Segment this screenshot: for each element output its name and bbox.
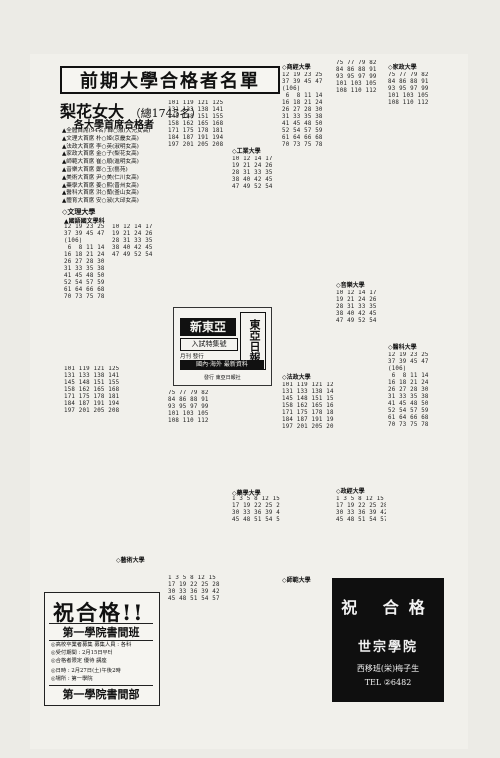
note-line: ▲藥學大首席 姜○熙(晋州女高): [62, 182, 139, 189]
section-head: ◇醫科大學: [388, 344, 417, 351]
ad-sejong-director: 西移班(栄)梅子生: [356, 664, 420, 673]
number-block: 10 12 14 17 19 21 24 26 28 31 33 35 38 4…: [232, 156, 273, 191]
ad-first-name: 第一學院書間班: [49, 623, 153, 641]
ad-first-footer: 第一學院書間部: [49, 685, 153, 702]
ad-first-line: ◎受付期間 : 2月15日부터: [51, 650, 113, 656]
note-line: ▲家政大首席 金○子(梨花女高): [62, 151, 139, 158]
ad-xindong-bar: 入試特集號: [180, 338, 238, 351]
subtitle: 各大學首席合格者: [74, 120, 154, 131]
ad-first-headline: 祝合格!!: [53, 600, 145, 625]
number-block: 1 3 5 8 12 15 17 19 22 25 28 30 33 36 39…: [168, 575, 220, 603]
number-block: 101 119 121 125 131 133 138 141 145 148 …: [282, 382, 334, 431]
number-block: 75 77 79 82 84 86 88 91 93 95 97 99 101 …: [168, 390, 209, 425]
ad-xindong-arrow: 國內·海外 最新資料: [180, 360, 264, 370]
ad-first-line: ◎高校卒業者募集 募集人員 : 各科: [51, 642, 132, 648]
section-head: ◇商經大學: [282, 64, 311, 71]
ad-sejong-academy: 祝 合格 世宗學院 西移班(栄)梅子生 TEL ②6482: [332, 578, 444, 702]
ad-sejong-headline: 祝 合格: [341, 598, 435, 617]
number-block: 75 77 79 82 84 86 88 91 93 95 97 99 101 …: [388, 72, 429, 107]
number-block: 10 12 14 17 19 21 24 26 28 31 33 35 38 4…: [336, 290, 377, 325]
page-title: 前期大學合格者名單: [60, 66, 280, 94]
number-block: 12 19 23 25 37 39 45 47 (106) 6 8 11 14 …: [388, 352, 429, 429]
university-count: （總1745名）: [129, 107, 202, 120]
number-block: 12 19 23 25 37 39 45 47 (106) 6 8 11 14 …: [64, 224, 105, 301]
note-line: ▲師範大首席 崔○順(進明女高): [62, 159, 139, 166]
ad-xindong: 新東亞 入試特集號 東亞日報 月刊 發行 國內·海外 最新資料 發行 東亞日報社: [173, 307, 272, 386]
ad-xindong-small: 月刊 發行: [180, 354, 204, 360]
number-block: 1 3 5 8 12 15 17 19 22 25 28 30 33 36 39…: [232, 496, 280, 524]
number-block: 12 19 23 25 37 39 45 47 (106) 6 8 11 14 …: [282, 72, 323, 149]
note-line: ▲音樂大首席 鄭○玉(藝苑): [62, 166, 128, 173]
section-head: ◇政經大學: [336, 488, 365, 495]
ad-first-line: ◎場所 : 第一學院: [51, 676, 93, 682]
top-students-list: ▲全體首席(94名) 韓○淑(大元女高) ▲文理大首席 朴○姬(京畿女高) ▲法…: [62, 128, 160, 206]
ad-sejong-tel: TEL ②6482: [364, 678, 412, 687]
number-block: 101 119 121 125 131 133 138 141 145 148 …: [64, 366, 120, 415]
number-block: 75 77 79 82 84 86 88 91 93 95 97 99 101 …: [336, 60, 377, 95]
note-line: ▲法政大首席 李○英(淑明女高): [62, 143, 139, 150]
section-head: ▲國語國文學科: [64, 218, 105, 225]
ad-first-academy: 祝合格!! 第一學院書間班 ◎高校卒業者募集 募集人員 : 各科 ◎受付期間 :…: [44, 592, 160, 706]
section-head: ◇法政大學: [282, 374, 311, 381]
university-name: 梨花女大: [60, 102, 125, 121]
note-line: ▲全體首席(94名) 韓○淑(大元女高): [62, 128, 151, 134]
ad-xindong-name: 新東亞: [180, 318, 236, 336]
note-line: ▲美術大首席 尹○美(仁川女高): [62, 174, 139, 181]
section-head: ◇工業大學: [232, 148, 261, 155]
number-block: 1 3 5 8 12 15 17 19 22 25 28 30 33 36 39…: [336, 496, 386, 524]
ad-xindong-tel: 發行 東亞日報社: [204, 375, 241, 381]
section-head: ◇家政大學: [388, 64, 417, 71]
note-line: ▲醫科大首席 洪○蘭(釜山女高): [62, 190, 139, 197]
section-head: ◇藝術大學: [116, 557, 145, 564]
ad-sejong-name: 世宗學院: [357, 640, 418, 655]
section-head: ◇師範大學: [282, 577, 311, 584]
ad-first-line: ◎日時 : 2月27日(土)午後2時: [51, 668, 121, 674]
section-head: ◇藥學大學: [232, 490, 261, 497]
number-block: 101 119 121 125 131 133 138 141 145 148 …: [168, 100, 224, 149]
note-line: ▲體育大首席 安○淑(大邱女高): [62, 198, 139, 205]
number-block: 10 12 14 17 19 21 24 26 28 31 33 35 38 4…: [112, 224, 153, 259]
note-line: ▲文理大首席 朴○姬(京畿女高): [62, 135, 139, 142]
university-heading: 梨花女大 （總1745名）: [60, 98, 202, 122]
ad-first-line: ◎合格者限定 優待 講座: [51, 658, 107, 664]
section-head: ◇文理大學: [62, 207, 96, 216]
section-head: ◇音樂大學: [336, 282, 365, 289]
